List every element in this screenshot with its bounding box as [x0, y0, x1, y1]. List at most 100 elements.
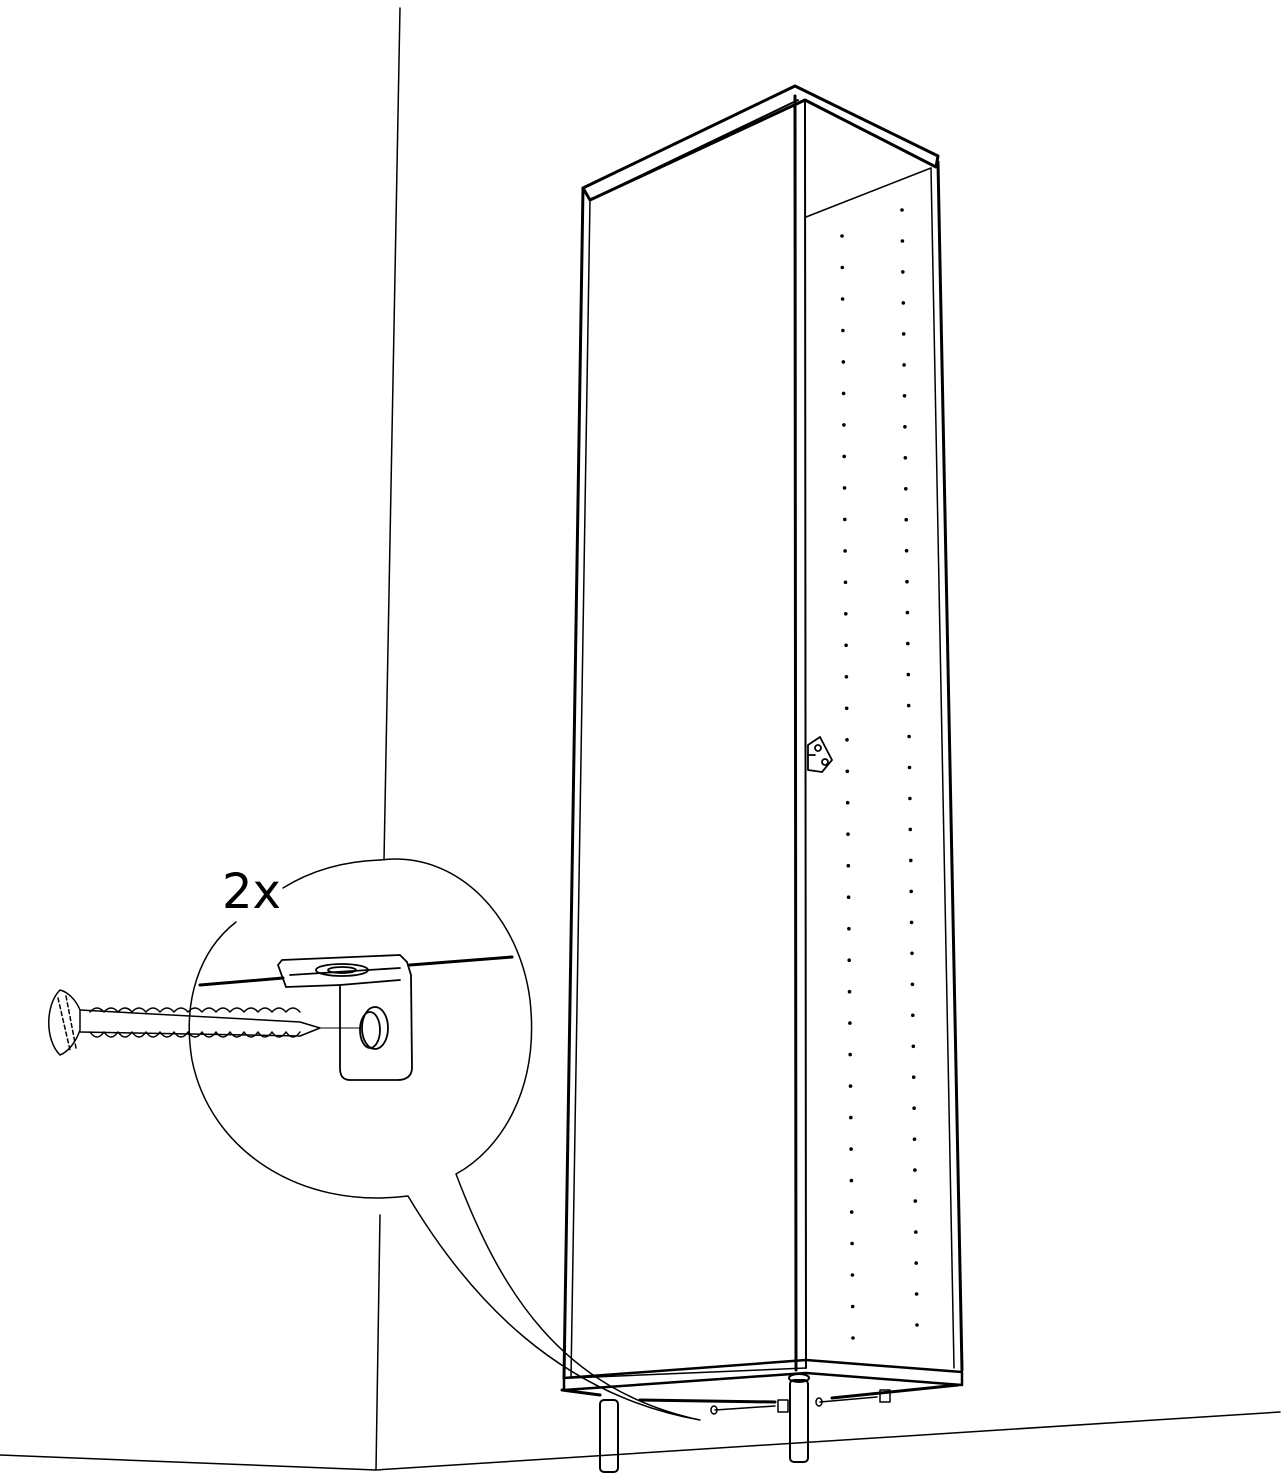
- cabinet-bottom-front: [570, 1367, 807, 1379]
- shelf-pin-hole-icon: [914, 1230, 918, 1234]
- cabinet-left-edge-inner: [570, 199, 591, 1379]
- cabinet-leg-icon: [599, 1373, 810, 1473]
- shelf-pin-hole-icon: [840, 297, 845, 301]
- shelf-pin-hole-icon: [848, 1021, 852, 1025]
- shelf-pin-hole-icon: [841, 360, 846, 364]
- shelf-pin-hole-icon: [903, 456, 908, 460]
- shelf-pin-hole-icon: [914, 1292, 919, 1296]
- shelf-pin-hole-icon: [906, 641, 910, 646]
- callout-outline-gap: [282, 859, 381, 889]
- shelf-pin-hole-icon: [840, 234, 844, 238]
- shelf-pin-holes: [840, 208, 919, 1340]
- shelf-pin-hole-icon: [906, 672, 911, 677]
- leg-left: [599, 1399, 619, 1473]
- wall-corner-line-upper: [383, 7, 401, 861]
- shelf-pin-hole-icon: [845, 800, 850, 805]
- shelf-pin-hole-icon: [901, 270, 905, 274]
- shelf-pin-hole-icon: [844, 675, 849, 679]
- shelf-pin-hole-icon: [904, 487, 908, 491]
- cabinet-right-edge-outer: [936, 160, 964, 1372]
- shelf-pin-hole-icon: [909, 920, 914, 925]
- shelf-pin-hole-icon: [911, 1044, 916, 1049]
- shelf-pin-hole-icon: [850, 1304, 855, 1309]
- screw-icon: [48, 989, 361, 1056]
- shelf-pin-hole-icon: [900, 239, 905, 243]
- shelf-pin-hole-icon: [904, 517, 908, 522]
- shelf-pin-hole-icon: [913, 1168, 917, 1172]
- cabinet-bottom-panel: [562, 1358, 964, 1392]
- shelf-pin-hole-icon: [845, 738, 849, 742]
- shelf-pin-hole-icon: [902, 394, 907, 398]
- shelf-pin-hole-icon: [910, 951, 914, 956]
- shelf-pin-hole-icon: [906, 703, 911, 708]
- quantity-label: 2x: [222, 864, 281, 920]
- shelf-pin-hole-icon: [904, 548, 909, 553]
- cabinet-top-panel: [581, 84, 940, 202]
- detail-callout: [188, 858, 701, 1421]
- shelf-pin-hole-icon: [908, 827, 913, 832]
- shelf-pin-hole-icon: [846, 832, 850, 836]
- shelf-pin-hole-icon: [907, 765, 912, 770]
- shelf-pin-hole-icon: [913, 1199, 918, 1203]
- shelf-pin-hole-icon: [911, 1013, 915, 1018]
- shelf-pin-hole-icon: [905, 610, 910, 615]
- l-bracket-icon: [277, 954, 413, 1081]
- shelf-pin-hole-icon: [909, 889, 913, 894]
- shelf-pin-hole-icon: [905, 579, 909, 584]
- shelf-pin-hole-icon: [903, 425, 907, 429]
- cabinet-top-edge: [589, 99, 799, 201]
- wall-corner-line-lower: [375, 1214, 381, 1471]
- shelf-pin-hole-icon: [846, 863, 851, 868]
- shelf-pin-hole-icon: [843, 580, 848, 585]
- plinth-center: [638, 1398, 777, 1404]
- shelf-pin-hole-icon: [843, 517, 847, 522]
- shelf-pin-hole-icon: [849, 1147, 853, 1151]
- shelf-pin-hole-icon: [847, 989, 852, 994]
- shelf-pin-hole-icon: [848, 1052, 852, 1057]
- cabinet-left-edge-outer: [562, 186, 585, 1380]
- shelf-pin-hole-icon: [850, 1241, 854, 1246]
- shelf-pin-hole-icon: [842, 423, 846, 427]
- cabinet-top-right-edge: [804, 99, 935, 167]
- cabinet: [560, 84, 964, 1404]
- shelf-pin-hole-icon: [901, 332, 906, 336]
- plinth-right: [830, 1383, 960, 1400]
- shelf-pin-hole-icon: [901, 301, 906, 305]
- shelf-pin-hole-icon: [845, 769, 850, 774]
- shelf-pin-hole-icon: [914, 1261, 918, 1265]
- shelf-pin-hole-icon: [842, 454, 846, 459]
- leg-right: [789, 1379, 809, 1463]
- shelf-pin-hole-icon: [910, 982, 915, 987]
- callout-outline: [188, 858, 701, 1421]
- shelf-pin-hole-icon: [844, 643, 848, 648]
- shelf-pin-hole-icon: [909, 858, 913, 863]
- shelf-pin-hole-icon: [849, 1115, 853, 1120]
- shelf-pin-hole-icon: [911, 1075, 916, 1079]
- detail-panel-edge: [198, 955, 514, 987]
- cabinet-center-edge-b: [804, 99, 807, 1369]
- shelf-pin-hole-icon: [850, 1273, 855, 1277]
- hinge-bracket-icon: [807, 736, 833, 773]
- shelf-pin-hole-icon: [912, 1106, 916, 1110]
- shelf-pin-hole-icon: [900, 208, 904, 212]
- shelf-pin-hole-icon: [841, 328, 845, 333]
- shelf-pin-hole-icon: [915, 1323, 919, 1327]
- room-corner: [0, 7, 1281, 1471]
- cabinet-back-top: [805, 167, 932, 218]
- shelf-pin-hole-icon: [843, 549, 847, 553]
- shelf-pin-hole-icon: [847, 926, 851, 931]
- shelf-pin-hole-icon: [844, 612, 848, 616]
- shelf-pin-hole-icon: [841, 391, 846, 396]
- shelf-pin-hole-icon: [912, 1137, 917, 1141]
- shelf-pin-hole-icon: [902, 363, 906, 367]
- cabinet-right-edge-inner: [930, 167, 955, 1369]
- shelf-pin-hole-icon: [848, 1084, 853, 1088]
- shelf-pin-hole-icon: [849, 1210, 854, 1214]
- shelf-pin-hole-icon: [908, 796, 912, 801]
- shelf-pin-hole-icon: [846, 895, 851, 899]
- shelf-pin-hole-icon: [851, 1336, 855, 1340]
- shelf-pin-hole-icon: [847, 958, 851, 962]
- shelf-pin-hole-icon: [907, 734, 911, 739]
